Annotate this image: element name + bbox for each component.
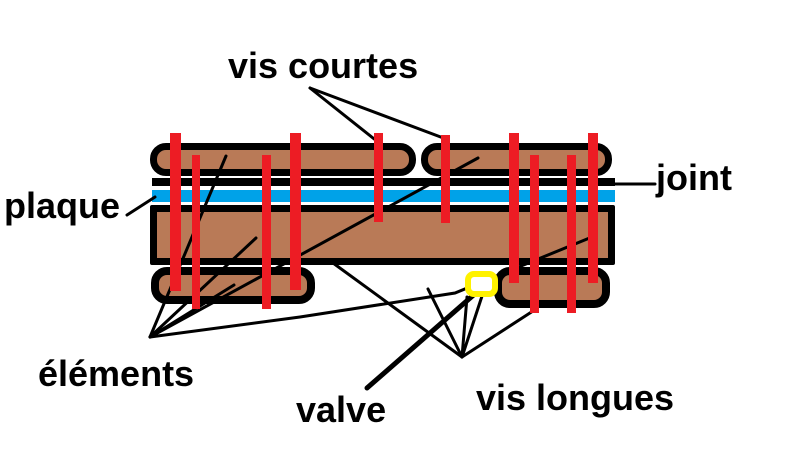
leader-vis-longues-2 <box>426 287 464 359</box>
long-screw <box>588 133 598 283</box>
plate-underside-line <box>152 178 615 186</box>
long-screw <box>290 133 301 290</box>
leader-vis-longues-4 <box>460 288 486 359</box>
leader-vis-longues-1 <box>331 261 464 359</box>
long-screw <box>170 133 181 291</box>
short-screw <box>374 133 383 222</box>
leader-vis-courtes-1 <box>308 86 380 144</box>
label-elements: éléments <box>38 353 195 394</box>
joint-gasket-strip <box>152 190 615 202</box>
leader-vis-longues-5 <box>460 309 535 359</box>
long-screw <box>262 155 271 309</box>
leader-valve <box>364 289 480 391</box>
label-vis-courtes: vis courtes <box>228 45 419 86</box>
long-screw <box>509 133 519 283</box>
label-valve: valve <box>296 389 387 430</box>
short-screw <box>441 135 450 223</box>
long-screw <box>192 155 200 309</box>
long-screw <box>567 155 576 313</box>
label-vis-longues: vis longues <box>476 377 675 418</box>
long-screw <box>530 155 539 313</box>
label-joint: joint <box>656 157 732 198</box>
valve-marker <box>465 271 498 297</box>
leader-vis-courtes-2 <box>308 86 448 141</box>
leader-vis-longues-3 <box>460 295 469 359</box>
label-plaque: plaque <box>4 185 121 226</box>
